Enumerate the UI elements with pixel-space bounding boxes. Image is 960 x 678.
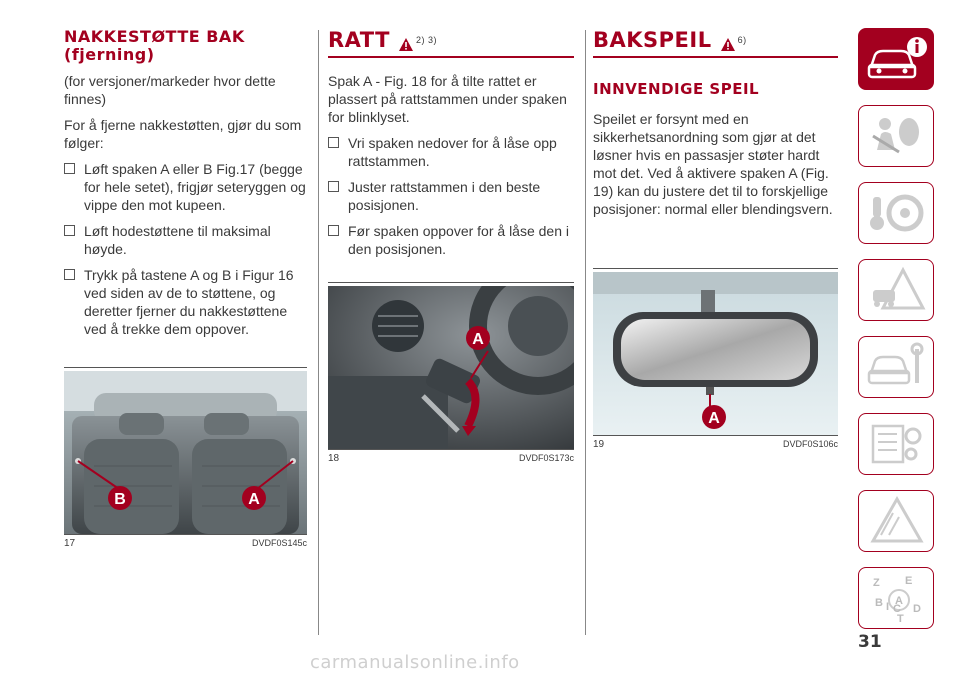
- svg-text:E: E: [905, 575, 912, 587]
- tab-emergency[interactable]: [858, 490, 934, 552]
- list-item: Juster rattstammen i den beste posisjone…: [328, 178, 574, 214]
- checkbox-bullet-icon: [328, 137, 339, 148]
- section-heading-mirror: BAKSPEIL 6): [593, 28, 747, 52]
- svg-text:B: B: [875, 597, 883, 609]
- road-warning-icon: [870, 495, 924, 543]
- svg-text:D: D: [913, 603, 921, 615]
- subheading-inner-mirror: INNVENDIGE SPEIL: [593, 80, 760, 98]
- tab-safety[interactable]: [858, 105, 934, 167]
- svg-text:T: T: [897, 613, 904, 625]
- paragraph-versions: (for versjoner/markeder hvor dette finne…: [64, 73, 276, 107]
- tab-car-info[interactable]: [858, 28, 934, 90]
- warning-icon: [720, 37, 736, 52]
- column-steering: RATT 2) 3) Spak A - Fig. 18 for å tilte …: [328, 28, 574, 258]
- tab-index[interactable]: Z E B A I C T D: [858, 567, 934, 629]
- checkbox-bullet-icon: [328, 225, 339, 236]
- figure-number: 19: [593, 439, 605, 450]
- figure-label-a: A: [248, 491, 260, 508]
- figure-label-a: A: [472, 331, 484, 348]
- svg-text:C: C: [893, 603, 901, 615]
- footnote-refs: 2) 3): [415, 35, 437, 45]
- figure-number: 18: [328, 453, 340, 464]
- column-divider: [318, 30, 319, 635]
- section-heading-steering: RATT 2) 3): [328, 28, 437, 52]
- figure-code: DVDF0S145c: [251, 538, 307, 548]
- car-wrench-icon: [867, 342, 924, 385]
- rear-mirror-photo: A: [593, 272, 838, 435]
- tab-technical-data[interactable]: [858, 413, 934, 475]
- column-divider: [585, 30, 586, 635]
- svg-text:A: A: [895, 595, 903, 607]
- column-mirror: BAKSPEIL 6) INNVENDIGE SPEIL Speilet er …: [593, 28, 838, 218]
- tab-maintenance[interactable]: [858, 336, 934, 398]
- page-number: 31: [858, 632, 882, 652]
- list-item: Løft spaken A eller B Fig.17 (begge for …: [64, 160, 307, 214]
- svg-text:I: I: [886, 601, 889, 613]
- car-info-icon: [867, 37, 927, 79]
- section-heading-headrest: NAKKESTØTTE BAK (fjerning): [64, 27, 245, 64]
- figure-number: 17: [64, 538, 76, 549]
- checklist-gear-icon: [871, 424, 922, 464]
- footnote-refs: 6): [737, 35, 747, 45]
- watermark: carmanualsonline.info: [310, 652, 520, 673]
- figure-label-b: B: [114, 491, 126, 508]
- figure-code: DVDF0S173c: [518, 453, 574, 463]
- tab-starting[interactable]: [858, 182, 934, 244]
- heading-rule: [328, 56, 574, 58]
- checkbox-bullet-icon: [64, 269, 75, 280]
- alphabet-index-icon: Z E B A I C T D: [873, 575, 921, 625]
- list-item: Vri spaken nedover for å låse opp rattst…: [328, 134, 574, 170]
- column-headrest: NAKKESTØTTE BAK (fjerning) (for versjone…: [64, 28, 307, 338]
- paragraph-mirror: Speilet er forsynt med en sikkerhetsanor…: [593, 111, 833, 217]
- steering-column-photo: A: [328, 286, 574, 449]
- rear-seat-photo: B A: [64, 371, 307, 534]
- svg-text:Z: Z: [873, 577, 880, 589]
- airbag-person-icon: [872, 118, 919, 154]
- list-item: Løft hodestøttene til maksimal høyde.: [64, 222, 307, 258]
- figure-label-a: A: [708, 410, 720, 427]
- list-item: Trykk på tastene A og B i Figur 16 ved s…: [64, 266, 307, 338]
- checkbox-bullet-icon: [64, 225, 75, 236]
- figure-18: A 18 DVDF0S173c: [328, 282, 574, 464]
- warning-icon: [398, 37, 414, 52]
- figure-19: A 19 DVDF0S106c: [593, 268, 838, 450]
- steering-key-icon: [870, 194, 924, 232]
- list-item: Før spaken oppover for å låse den i den …: [328, 222, 574, 258]
- figure-17: B A 17 DVDF0S145c: [64, 367, 307, 549]
- checkbox-bullet-icon: [64, 163, 75, 174]
- heading-rule: [593, 56, 838, 58]
- paragraph-lever: Spak A - Fig. 18 for å tilte rattet er p…: [328, 73, 567, 125]
- warning-triangle-icon: [873, 266, 926, 310]
- figure-code: DVDF0S106c: [782, 439, 838, 449]
- paragraph-instructions: For å fjerne nakkestøtten, gjør du som f…: [64, 117, 302, 151]
- checkbox-bullet-icon: [328, 181, 339, 192]
- tab-warnings[interactable]: [858, 259, 934, 321]
